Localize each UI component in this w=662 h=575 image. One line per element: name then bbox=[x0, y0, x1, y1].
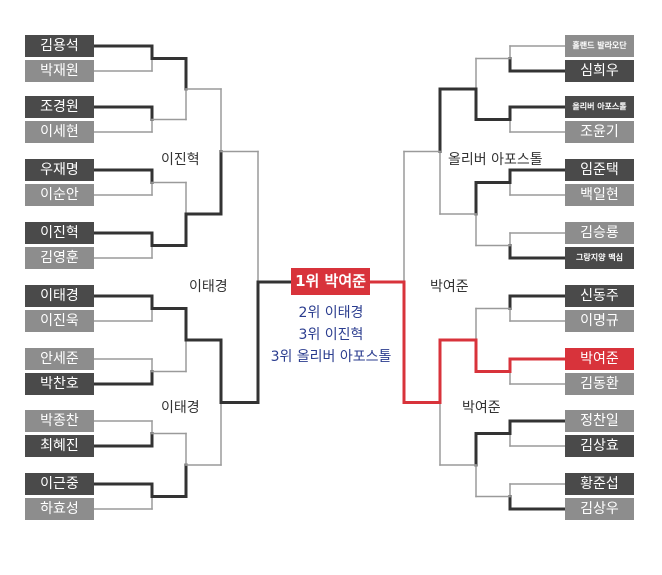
champion-badge: 1위 박여준 bbox=[291, 268, 370, 295]
left-player-16: 하효성 bbox=[25, 498, 94, 520]
left-player-1: 김용석 bbox=[25, 35, 94, 57]
right-player-6: 백일현 bbox=[565, 184, 634, 206]
left-player-11: 안세준 bbox=[25, 348, 94, 370]
left-player-7: 이진혁 bbox=[25, 222, 94, 244]
right-quarter-winner-bottom: 박여준 bbox=[462, 400, 501, 416]
left-quarter-winner-bottom: 이태경 bbox=[161, 400, 200, 416]
right-player-14: 김상효 bbox=[565, 435, 634, 457]
left-player-2: 박재원 bbox=[25, 60, 94, 82]
left-player-8: 김영훈 bbox=[25, 247, 94, 269]
left-semi-winner: 이태경 bbox=[189, 279, 228, 295]
right-player-11: 박여준 bbox=[565, 348, 634, 370]
left-player-12: 박찬호 bbox=[25, 373, 94, 395]
rank-third-a: 3위 이진혁 bbox=[298, 327, 364, 343]
right-player-1: 홀랜드 발라오단 bbox=[565, 35, 634, 57]
right-semi-winner: 박여준 bbox=[430, 279, 469, 295]
right-player-10: 이명규 bbox=[565, 310, 634, 332]
left-player-3: 조경원 bbox=[25, 96, 94, 118]
left-player-5: 우재명 bbox=[25, 159, 94, 181]
left-player-6: 이순안 bbox=[25, 184, 94, 206]
left-player-15: 이근중 bbox=[25, 473, 94, 495]
rank-second: 2위 이태경 bbox=[298, 305, 364, 321]
right-player-16: 김상우 bbox=[565, 498, 634, 520]
left-player-14: 최혜진 bbox=[25, 435, 94, 457]
right-player-2: 심희우 bbox=[565, 60, 634, 82]
right-quarter-winner-top: 올리버 아포스톨 bbox=[448, 152, 543, 168]
left-player-13: 박종찬 bbox=[25, 410, 94, 432]
right-player-9: 신동주 bbox=[565, 285, 634, 307]
right-player-7: 김승룡 bbox=[565, 222, 634, 244]
left-player-4: 이세현 bbox=[25, 121, 94, 143]
right-player-12: 김동환 bbox=[565, 373, 634, 395]
right-player-5: 임준택 bbox=[565, 159, 634, 181]
left-quarter-winner-top: 이진혁 bbox=[161, 152, 200, 168]
right-player-13: 정찬일 bbox=[565, 410, 634, 432]
left-player-9: 이태경 bbox=[25, 285, 94, 307]
right-player-15: 황준섭 bbox=[565, 473, 634, 495]
rank-third-b: 3위 올리버 아포스톨 bbox=[270, 349, 392, 365]
right-player-3: 올리버 아포스톨 bbox=[565, 96, 634, 118]
right-player-8: 그랑지양 맥심 bbox=[565, 247, 634, 269]
right-player-4: 조윤기 bbox=[565, 121, 634, 143]
left-player-10: 이진욱 bbox=[25, 310, 94, 332]
